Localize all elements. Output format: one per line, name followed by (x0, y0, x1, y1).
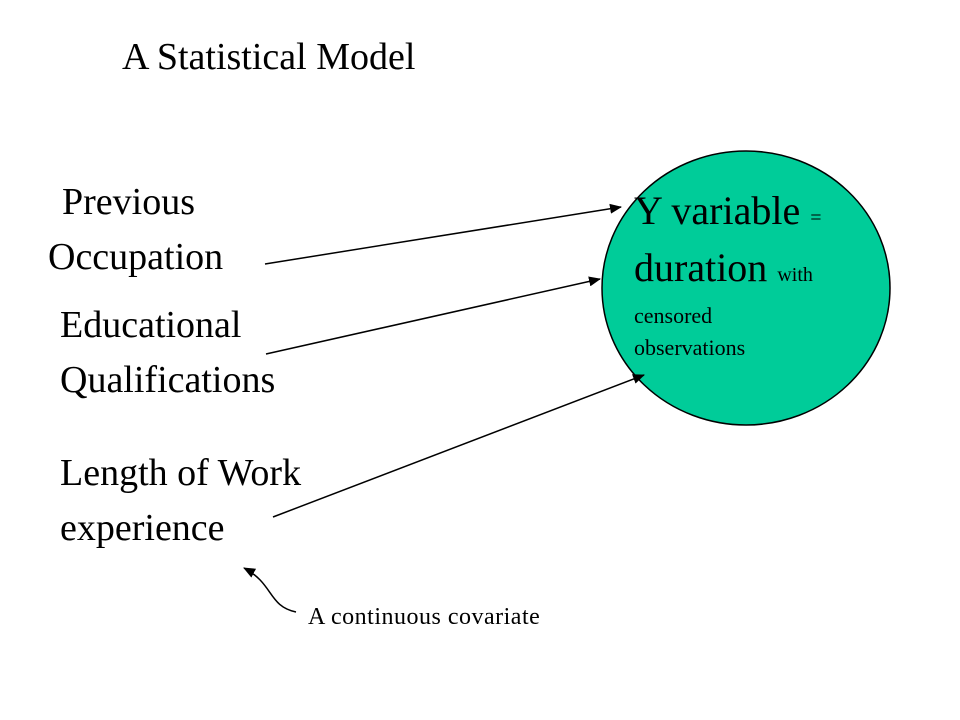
annotation-arrow (243, 567, 297, 613)
covariate-label-line: Previous (62, 181, 195, 223)
outcome-with: with (777, 264, 813, 286)
outcome-duration: duration (634, 245, 768, 290)
covariate-label-line: Qualifications (60, 359, 276, 401)
covariate-label-line: experience (60, 507, 225, 549)
outcome-label: Y variable = duration with censored obse… (634, 186, 822, 364)
arrow-length-of-work (272, 374, 645, 518)
covariate-length-of-work: Length of Work experience (60, 446, 301, 556)
outcome-censored: censored (634, 303, 713, 328)
covariate-label-line: Occupation (48, 236, 224, 278)
covariate-label-line: Length of Work (60, 452, 302, 494)
outcome-y-variable: Y variable (634, 188, 801, 233)
outcome-line-2: duration with (634, 243, 822, 300)
annotation-text: A continuous covariate (308, 604, 541, 630)
outcome-observations: observations (634, 335, 746, 360)
page-title: A Statistical Model (122, 36, 416, 78)
outcome-equals: = (810, 207, 822, 229)
covariate-previous-occupation: Previous Occupation (48, 175, 223, 285)
covariate-educational-qualifications: Educational Qualifications (60, 298, 275, 408)
outcome-ellipse (601, 150, 891, 426)
covariate-label-line: Educational (60, 304, 242, 346)
outcome-line-1: Y variable = (634, 186, 822, 243)
arrow-educational-qualifications (265, 276, 601, 355)
arrow-previous-occupation (264, 203, 622, 265)
